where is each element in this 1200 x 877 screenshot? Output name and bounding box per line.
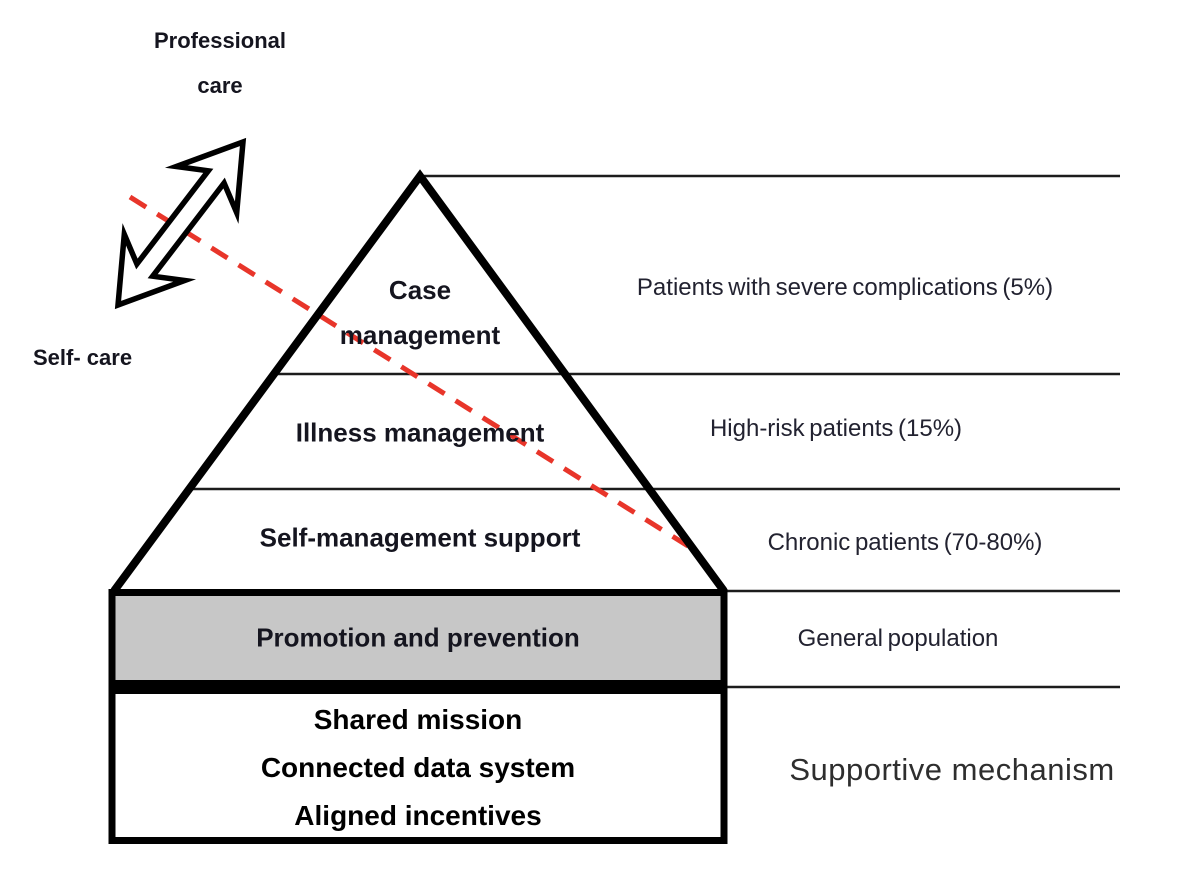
- foundation-box: [108, 687, 728, 844]
- foundation-item-2: Connected data system: [260, 752, 576, 783]
- level-illness-management-label: Illness management: [295, 417, 545, 448]
- professional-care-label: Professional care: [154, 18, 286, 108]
- level-promotion-prevention-label: Promotion and prevention: [256, 622, 580, 653]
- level-self-management-label: Self-management support: [259, 522, 581, 553]
- case-line1: Case: [388, 275, 452, 305]
- care-split-dashed-line: [128, 194, 690, 549]
- professional-care-line2: care: [197, 73, 243, 98]
- population-general-label: General population: [797, 625, 999, 652]
- population-chronic-label: Chronic patients (70-80%): [767, 529, 1043, 556]
- foundation-item-1: Shared mission: [313, 704, 523, 735]
- population-severe-complications-label: Patients with severe complications (5%): [636, 274, 1054, 301]
- care-spectrum-arrow-icon: [114, 137, 247, 310]
- case-line2: management: [339, 320, 501, 350]
- population-high-risk-label: High-risk patients (15%): [709, 415, 963, 442]
- professional-care-line1: Professional: [153, 28, 287, 53]
- pyramid-outline: [110, 169, 728, 594]
- level-case-management-label: Case management: [340, 268, 500, 358]
- self-care-label: Self- care: [33, 345, 133, 370]
- supportive-mechanism-label: Supportive mechanism: [789, 752, 1115, 787]
- foundation-item-3: Aligned incentives: [294, 800, 542, 831]
- foundation-label: Shared mission Connected data system Ali…: [261, 696, 575, 840]
- promotion-band: [108, 589, 728, 687]
